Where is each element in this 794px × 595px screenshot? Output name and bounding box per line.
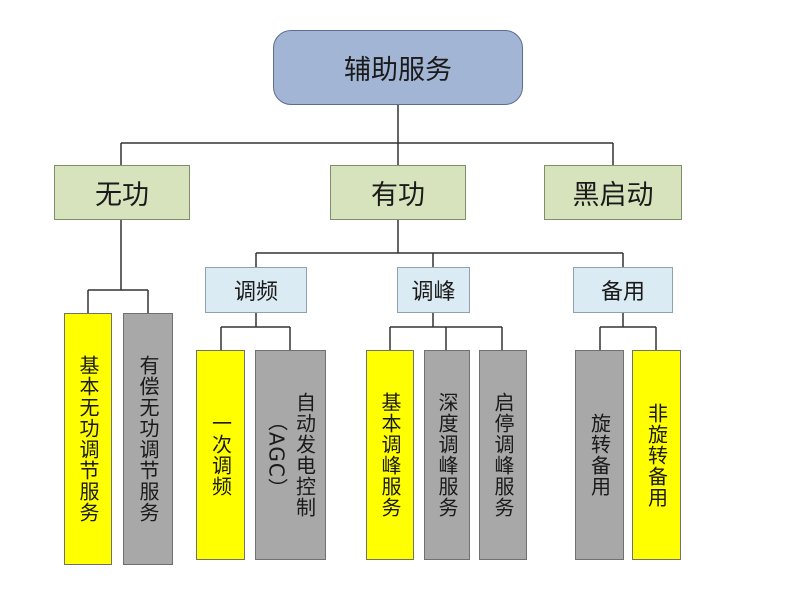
paid-reactive-service-label: 有偿无功调节服务	[136, 355, 160, 523]
reserve-label: 备用	[600, 280, 645, 305]
agc-node: 自动发电控制 （AGC）	[255, 350, 326, 560]
non-spinning-reserve-label: 非旋转备用	[644, 402, 669, 508]
reactive-power-label: 无功	[95, 180, 149, 211]
spinning-reserve-node: 旋转备用	[575, 350, 624, 560]
reserve-node: 备用	[573, 267, 673, 313]
peak-regulation-node: 调峰	[397, 267, 470, 313]
spinning-reserve-label: 旋转备用	[587, 413, 612, 497]
primary-frequency-label: 一次调频	[208, 413, 233, 497]
basic-peak-service-label: 基本调峰服务	[378, 392, 402, 518]
active-power-node: 有功	[330, 165, 466, 220]
active-power-label: 有功	[371, 180, 425, 211]
agc-abbreviation: （AGC）	[264, 411, 289, 499]
startstop-peak-service-node: 启停调峰服务	[479, 350, 527, 560]
non-spinning-reserve-node: 非旋转备用	[632, 350, 681, 560]
deep-peak-service-label: 深度调峰服务	[435, 392, 459, 518]
basic-peak-service-node: 基本调峰服务	[366, 350, 414, 560]
frequency-regulation-node: 调频	[205, 267, 307, 313]
root-label: 辅助服务	[344, 55, 452, 86]
peak-regulation-label: 调峰	[411, 280, 456, 305]
black-start-label: 黑启动	[572, 180, 654, 211]
paid-reactive-service-node: 有偿无功调节服务	[123, 313, 173, 565]
basic-reactive-service-label: 基本无功调节服务	[76, 355, 100, 523]
frequency-regulation-label: 调频	[233, 280, 278, 305]
deep-peak-service-node: 深度调峰服务	[424, 350, 470, 560]
primary-frequency-node: 一次调频	[196, 350, 245, 560]
basic-reactive-service-node: 基本无功调节服务	[64, 313, 112, 565]
root-node: 辅助服务	[273, 30, 523, 105]
agc-label: 自动发电控制	[292, 392, 317, 518]
black-start-node: 黑启动	[544, 165, 682, 220]
startstop-peak-service-label: 启停调峰服务	[491, 392, 515, 518]
reactive-power-node: 无功	[54, 165, 190, 220]
